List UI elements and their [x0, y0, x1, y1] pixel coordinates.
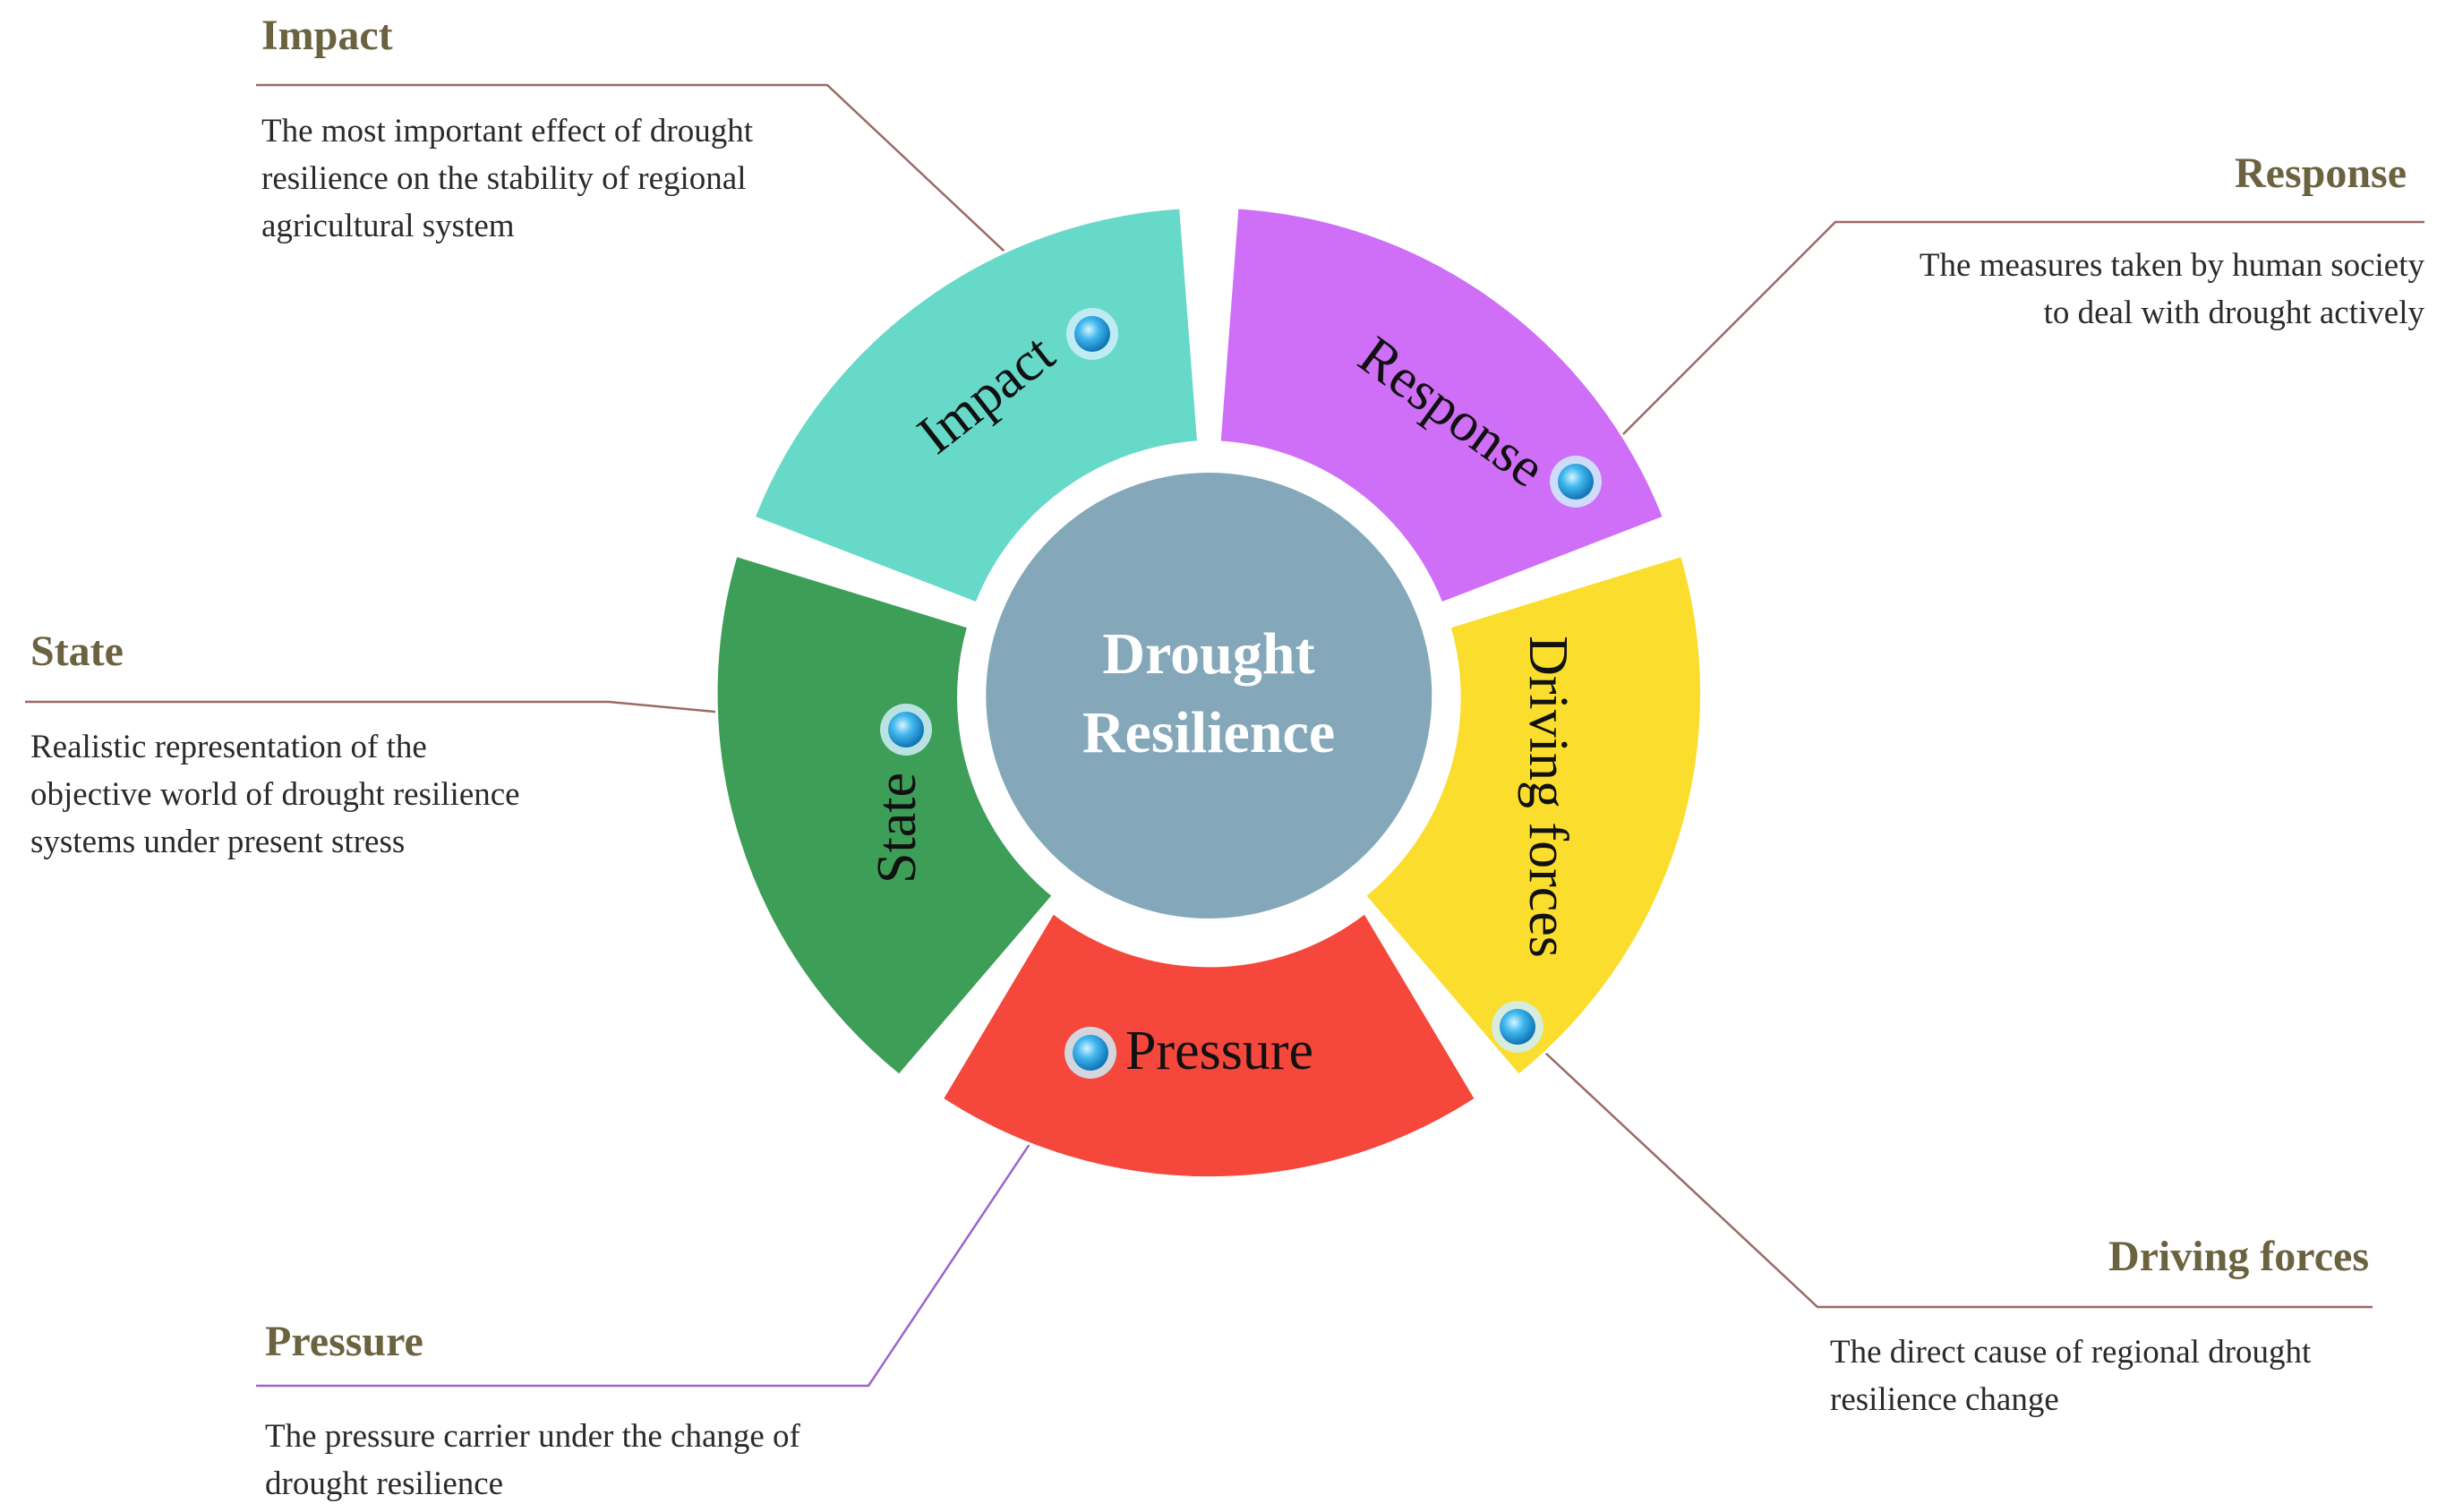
callout-response-description: The measures taken by human society to d… [1798, 242, 2424, 337]
segment-label-state: State [867, 773, 928, 884]
leader-line-driving [1517, 1026, 2373, 1309]
callout-pressure-line: The pressure carrier under the change of [265, 1418, 800, 1455]
leader-line-pressure [256, 1052, 1092, 1388]
markers [880, 308, 1602, 1079]
callout-pressure-line: drought resilience [265, 1465, 504, 1502]
callout-pressure-title: Pressure [265, 1318, 423, 1365]
segment-impact [752, 206, 1201, 605]
center-label-line2: Resilience [1082, 700, 1335, 765]
ring [714, 206, 1704, 1180]
callout-state-line: Realistic representation of the [30, 729, 427, 765]
center-circle [980, 467, 1438, 924]
segment-driving [1363, 553, 1704, 1078]
marker-impact [1066, 308, 1118, 360]
callout-driving-forces-title: Driving forces [2108, 1233, 2369, 1280]
segment-state [714, 553, 1056, 1078]
marker-driving [1492, 1001, 1543, 1053]
leader-line-response [1575, 220, 2424, 483]
callout-impact-title: Impact [261, 12, 393, 59]
marker-state [880, 704, 932, 756]
callout-state-line: systems under present stress [30, 824, 406, 860]
callout-driving-forces-line: The direct cause of regional drought [1830, 1334, 2312, 1371]
callout-impact-line: resilience on the stability of regional [261, 160, 747, 197]
callout-response-line: to deal with drought actively [2043, 295, 2424, 331]
callout-driving-forces-description: The direct cause of regional drought res… [1830, 1328, 2385, 1423]
callout-state-title: State [30, 628, 124, 675]
callout-state-description: Realistic representation of the objectiv… [30, 723, 603, 866]
segment-label-driving: Driving forces [1518, 636, 1578, 958]
callout-response-title: Response [2234, 149, 2407, 197]
segment-response [1218, 206, 1666, 605]
marker-response [1550, 456, 1602, 508]
callout-impact-line: The most important effect of drought [261, 113, 754, 149]
marker-pressure [1065, 1027, 1116, 1079]
callout-impact-description: The most important effect of drought res… [261, 107, 834, 250]
callout-response-line: The measures taken by human society [1919, 247, 2424, 284]
segment-pressure [940, 910, 1478, 1180]
callout-pressure-description: The pressure carrier under the change of… [265, 1413, 910, 1508]
segment-label-pressure: Pressure [1125, 1021, 1313, 1081]
callout-impact-line: agricultural system [261, 208, 515, 244]
center-label-line1: Drought [1102, 621, 1314, 687]
callout-state-line: objective world of drought resilience [30, 776, 520, 813]
callout-driving-forces-line: resilience change [1830, 1381, 2059, 1418]
